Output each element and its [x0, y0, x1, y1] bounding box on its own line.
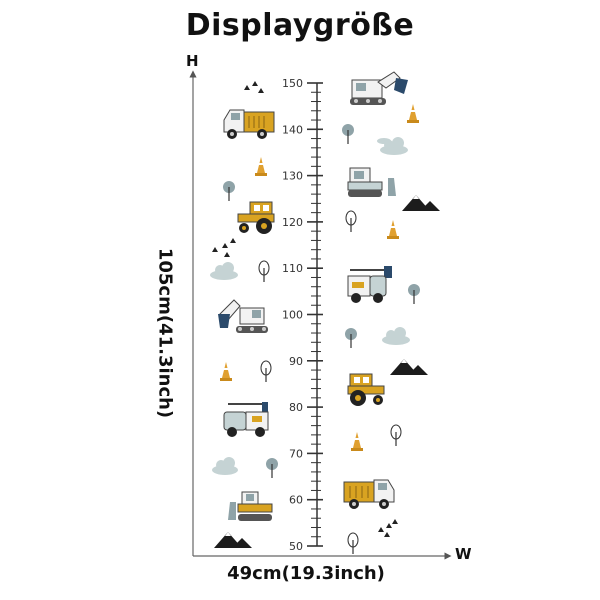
dump-truck-icon	[223, 109, 275, 139]
tractor-icon	[237, 201, 275, 234]
traffic-cone-icon	[387, 220, 399, 239]
ruler-tick-label: 110	[282, 262, 303, 275]
bulldozer-icon	[228, 491, 273, 521]
tree-icon	[342, 124, 354, 144]
traffic-cone-icon	[255, 157, 267, 176]
mountain-icon	[402, 195, 440, 211]
ruler-tick-label: 70	[289, 447, 303, 460]
tree-icon	[258, 260, 270, 282]
ruler-tick-label: 90	[289, 355, 303, 368]
ruler-tick-label: 50	[289, 540, 303, 553]
cloud-icon	[212, 457, 238, 475]
dump-truck-icon	[343, 479, 395, 509]
cloud-icon	[382, 327, 410, 345]
ruler-tick-label: 140	[282, 123, 303, 136]
bulldozer-icon	[347, 167, 396, 197]
height-axis-letter: H	[186, 52, 199, 70]
cloud-icon	[210, 262, 238, 280]
height-ruler: 150 140 130 120 110 100 90 80 70 60 50	[282, 77, 323, 553]
ruler-tick-label: 60	[289, 494, 303, 507]
birds-icon	[212, 238, 236, 257]
tree-icon	[390, 424, 402, 446]
traffic-cone-icon	[407, 104, 419, 123]
cloud-icon	[377, 137, 408, 155]
mountain-icon	[390, 359, 428, 375]
tree-icon	[345, 210, 357, 232]
ruler-tick-label: 80	[289, 401, 303, 414]
mountain-icon	[214, 532, 252, 548]
ruler-tick-label: 130	[282, 170, 303, 183]
page-title: Displaygröße	[185, 8, 415, 43]
tree-icon	[347, 532, 359, 554]
traffic-cone-icon	[351, 432, 363, 451]
tree-icon	[408, 284, 420, 304]
ruler-tick-label: 100	[282, 309, 303, 322]
birds-icon	[378, 519, 398, 537]
traffic-cone-icon	[220, 362, 232, 381]
tree-icon	[223, 181, 235, 201]
birds-icon	[244, 81, 264, 93]
width-dimension-label: 49cm(19.3inch)	[227, 563, 385, 584]
tree-icon	[345, 328, 357, 348]
excavator-icon	[350, 71, 408, 105]
crane-truck-icon	[347, 266, 392, 303]
crane-truck-icon	[223, 402, 269, 437]
ruler-tick-label: 150	[282, 77, 303, 90]
excavator-icon	[218, 299, 268, 333]
ruler-tick-label: 120	[282, 216, 303, 229]
tree-icon	[266, 458, 278, 478]
tractor-icon	[347, 373, 385, 406]
width-axis-letter: W	[455, 545, 472, 563]
tree-icon	[260, 360, 272, 382]
